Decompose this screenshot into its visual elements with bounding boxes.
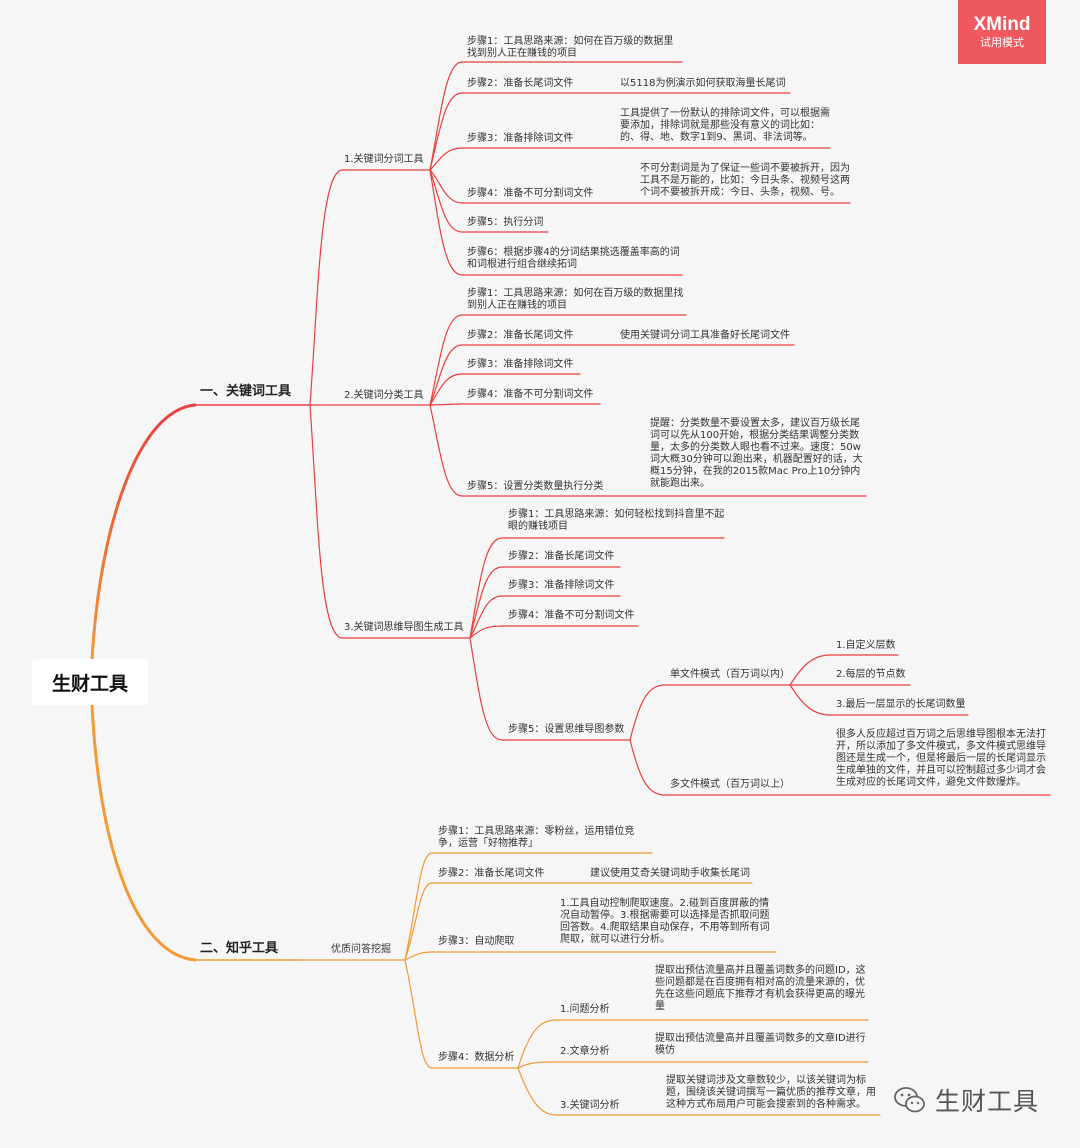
g1-step3[interactable]: 步骤3：准备排除词文件 (467, 133, 574, 144)
wechat-icon (894, 1087, 925, 1113)
g2-step2[interactable]: 步骤2：准备长尾词文件 (467, 330, 574, 341)
z-step2-note[interactable]: 建议使用艾奇关键词助手收集长尾词 (590, 868, 750, 879)
g1-step4[interactable]: 步骤4：准备不可分割词文件 (467, 188, 594, 199)
z-analysis-article[interactable]: 2.文章分析 (560, 1046, 610, 1057)
topic-keyword-segmentation-tool[interactable]: 1.关键词分词工具 (344, 154, 424, 165)
g3-mode-multi-note[interactable]: 很多人反应超过百万词之后思维导图根本无法打开，所以添加了多文件模式，多文件模式思… (836, 729, 1046, 788)
branch-keyword-tools[interactable]: 一、关键词工具 (200, 384, 292, 399)
z-analysis-keyword[interactable]: 3.关键词分析 (560, 1100, 620, 1111)
g3-step4[interactable]: 步骤4：准备不可分割词文件 (508, 610, 635, 621)
g3-mode-single[interactable]: 单文件模式（百万词以内） (670, 669, 790, 680)
g3-step2[interactable]: 步骤2：准备长尾词文件 (508, 551, 615, 562)
g3-step5[interactable]: 步骤5：设置思维导图参数 (508, 724, 625, 735)
g2-step5[interactable]: 步骤5：设置分类数量执行分类 (467, 481, 604, 492)
g3-step3[interactable]: 步骤3：准备排除词文件 (508, 580, 615, 591)
wechat-watermark: 生财工具 (893, 1082, 1039, 1118)
badge-title: XMind (973, 14, 1031, 35)
watermark-text: 生财工具 (935, 1087, 1040, 1116)
z-step4[interactable]: 步骤4：数据分析 (438, 1052, 515, 1063)
z-analysis-question[interactable]: 1.问题分析 (560, 1004, 610, 1015)
g2-step3[interactable]: 步骤3：准备排除词文件 (467, 359, 574, 370)
g3-mode-single-c[interactable]: 3.最后一层显示的长尾词数量 (836, 699, 966, 710)
g1-step2[interactable]: 步骤2：准备长尾词文件 (467, 78, 574, 89)
g3-mode-single-b[interactable]: 2.每层的节点数 (836, 669, 906, 680)
branch-zhihu-tools[interactable]: 二、知乎工具 (200, 941, 279, 956)
z-step2[interactable]: 步骤2：准备长尾词文件 (438, 868, 545, 879)
root-topic[interactable]: 生财工具 (32, 659, 148, 705)
g1-step5[interactable]: 步骤5：执行分词 (467, 217, 544, 228)
g2-step5-note[interactable]: 提醒：分类数量不要设置太多，建议百万级长尾词可以先从100开始，根据分类结果调整… (650, 418, 863, 489)
z-analysis-keyword-note[interactable]: 提取关键词涉及文章数较少，以该关键词为标题，围绕该关键词撰写一篇优质的推荐文章，… (666, 1075, 876, 1110)
g2-step4[interactable]: 步骤4：准备不可分割词文件 (467, 389, 594, 400)
g1-step4-note[interactable]: 不可分割词是为了保证一些词不要被拆开，因为工具不是万能的，比如：今日头条、视频号… (640, 163, 850, 198)
g1-step1[interactable]: 步骤1：工具思路来源：如何在百万级的数据里找到别人正在赚钱的项目 (467, 36, 674, 59)
badge-subtitle: 试用模式 (980, 36, 1024, 49)
xmind-trial-badge: XMind 试用模式 (958, 0, 1046, 64)
z-step3[interactable]: 步骤3：自动爬取 (438, 936, 515, 947)
topic-keyword-mindmap-tool[interactable]: 3.关键词思维导图生成工具 (344, 622, 464, 633)
g1-step2-note[interactable]: 以5118为例演示如何获取海量长尾词 (620, 78, 786, 89)
topic-quality-qa-mining[interactable]: 优质问答挖掘 (331, 944, 391, 955)
g1-step6[interactable]: 步骤6：根据步骤4的分词结果挑选覆盖率高的词和词根进行组合继续拓词 (467, 247, 680, 270)
z-analysis-article-note[interactable]: 提取出预估流量高并且覆盖词数多的文章ID进行模仿 (655, 1033, 866, 1056)
g3-mode-multi[interactable]: 多文件模式（百万词以上） (670, 779, 790, 790)
z-step3-note[interactable]: 1.工具自动控制爬取速度。2.碰到百度屏蔽的情况自动暂停。3.根据需要可以选择是… (560, 898, 770, 945)
g3-step1[interactable]: 步骤1：工具思路来源：如何轻松找到抖音里不起眼的赚钱项目 (508, 509, 725, 532)
z-step1[interactable]: 步骤1：工具思路来源：零粉丝，运用错位竞争，运营「好物推荐」 (438, 826, 635, 849)
g2-step2-note[interactable]: 使用关键词分词工具准备好长尾词文件 (620, 330, 790, 341)
topic-keyword-classification-tool[interactable]: 2.关键词分类工具 (344, 390, 424, 401)
g2-step1[interactable]: 步骤1：工具思路来源：如何在百万级的数据里找到别人正在赚钱的项目 (467, 288, 684, 311)
g3-mode-single-a[interactable]: 1.自定义层数 (836, 640, 896, 651)
z-analysis-question-note[interactable]: 提取出预估流量高并且覆盖词数多的问题ID，这些问题都是在百度拥有相对高的流量来源… (655, 965, 866, 1012)
g1-step3-note[interactable]: 工具提供了一份默认的排除词文件，可以根据需要添加，排除词就是那些没有意义的词比如… (620, 108, 830, 143)
